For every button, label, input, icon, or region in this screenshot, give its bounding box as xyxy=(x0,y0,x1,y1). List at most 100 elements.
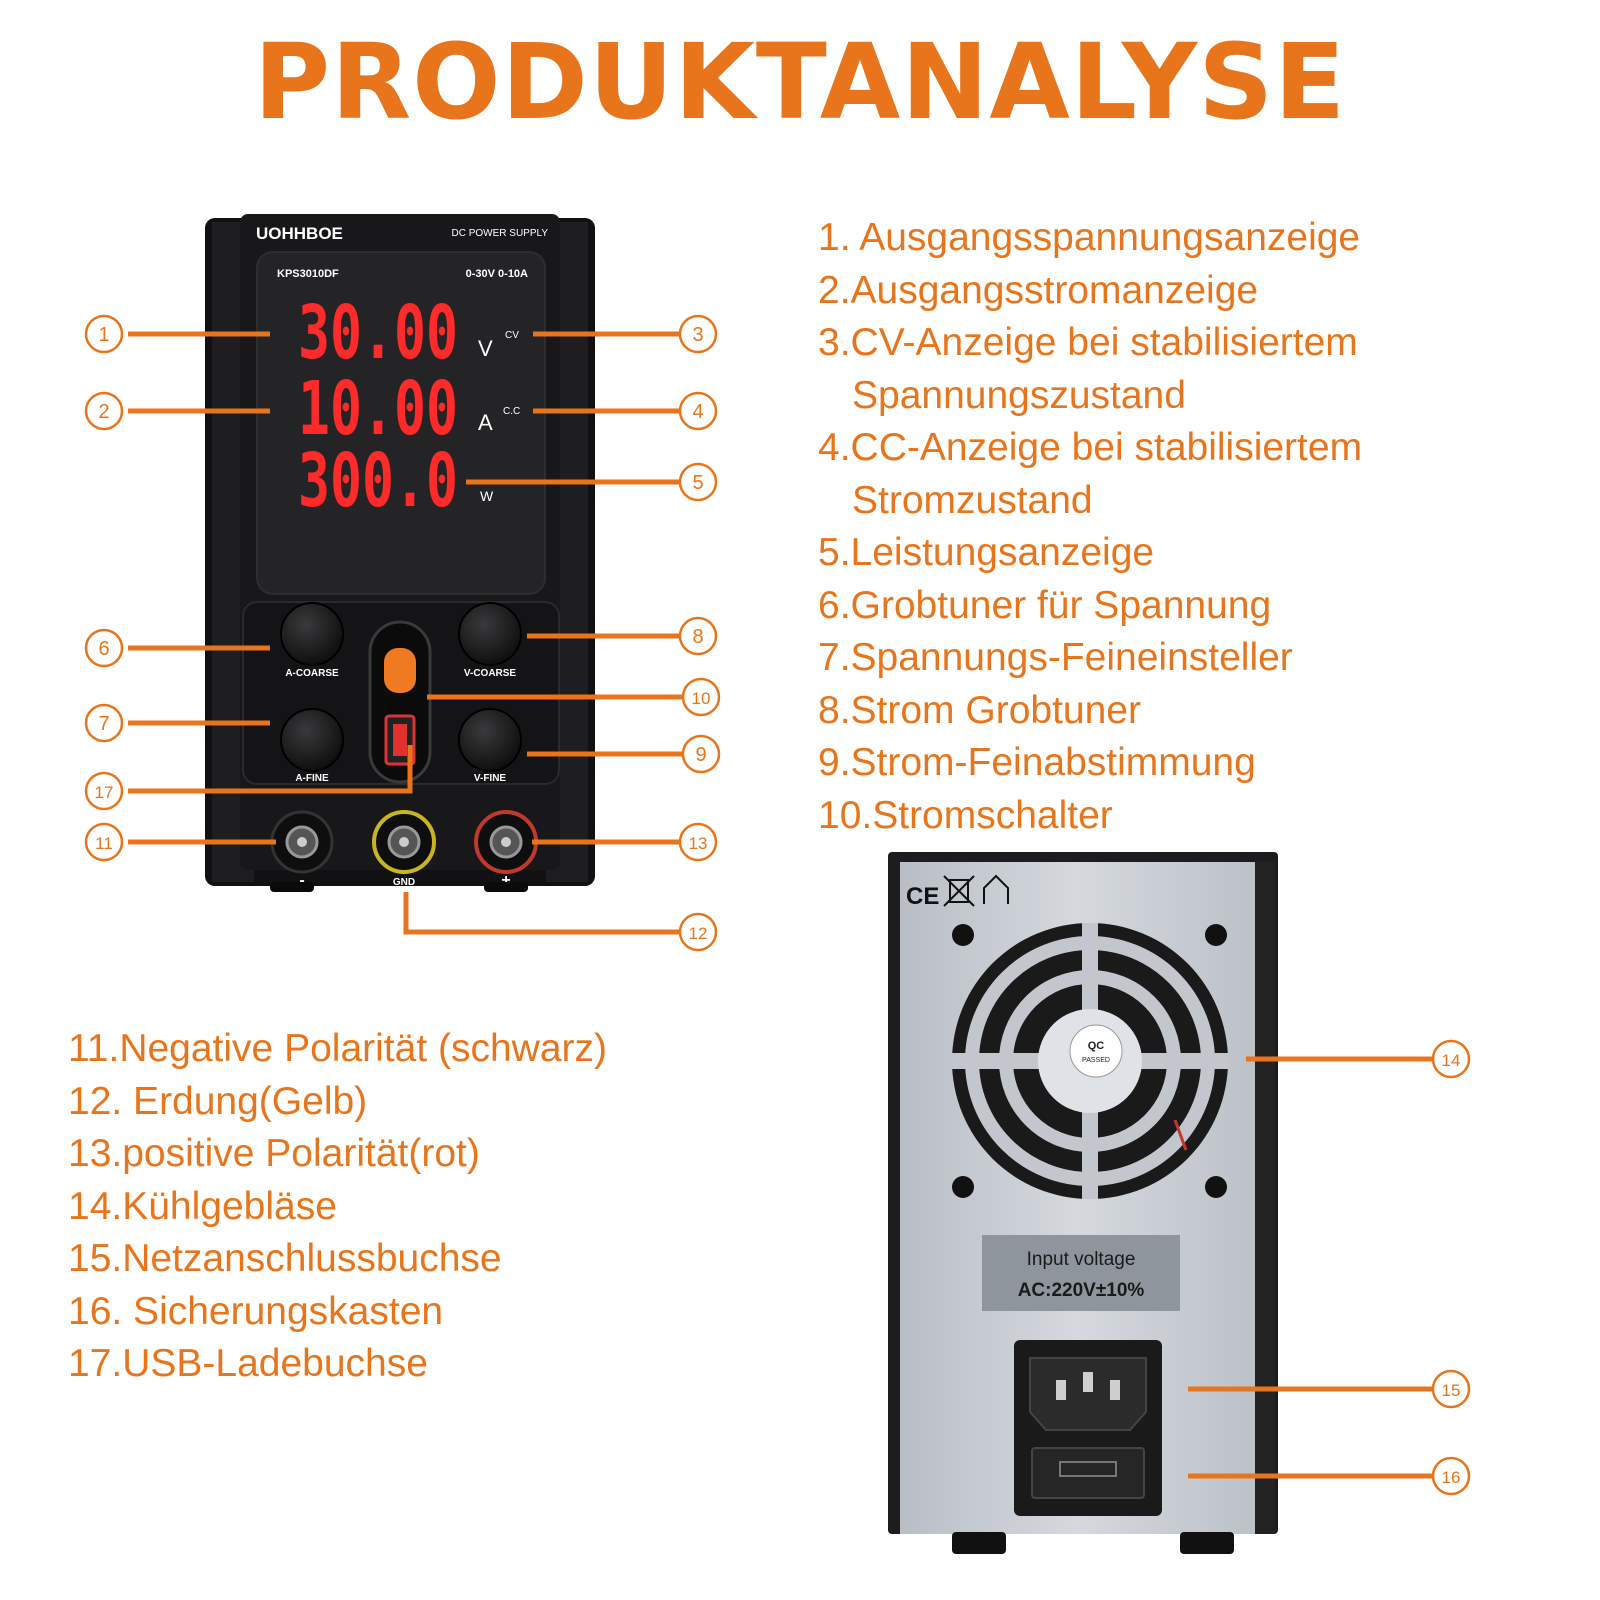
knob-label: A-COARSE xyxy=(285,668,339,679)
knob-a-coarse[interactable] xyxy=(280,602,344,666)
fuse-box[interactable] xyxy=(1031,1447,1145,1499)
callout-number: 6 xyxy=(98,638,109,660)
callout-number: 12 xyxy=(689,924,708,943)
legend-item: 9.Strom-Feinabstimmung xyxy=(818,741,1256,784)
callout-circle xyxy=(678,314,718,354)
callout-circle xyxy=(678,462,718,502)
callout-circle xyxy=(1431,1456,1471,1496)
display-screen xyxy=(256,251,546,595)
terminal-label: - xyxy=(299,872,304,889)
callout-number: 17 xyxy=(95,783,114,802)
callout-number: 10 xyxy=(692,689,711,708)
socket-pin xyxy=(1083,1372,1093,1392)
qc-text: QC xyxy=(1088,1040,1105,1052)
callout-circle xyxy=(681,677,721,717)
fuse-icon xyxy=(1059,1461,1117,1477)
ce-mark: CE xyxy=(906,883,939,910)
callout-number: 8 xyxy=(692,626,703,648)
callout-circle xyxy=(681,734,721,774)
model-label: KPS3010DF xyxy=(277,268,339,280)
callout-number: 4 xyxy=(692,401,703,423)
knob-a-fine[interactable] xyxy=(280,708,344,772)
legend-item: 6.Grobtuner für Spannung xyxy=(818,583,1272,627)
back-side xyxy=(1255,862,1275,1534)
knob-v-fine[interactable] xyxy=(458,708,522,772)
callout-circle xyxy=(84,771,124,811)
legend-item: Spannungszustand xyxy=(852,373,1186,417)
front-foot xyxy=(270,882,314,892)
terminal-ground[interactable] xyxy=(372,810,436,874)
usb-port-tongue xyxy=(393,724,407,756)
front-panel: UOHHBOE DC POWER SUPPLY KPS3010DF 0-30V … xyxy=(205,214,595,892)
power-readout: 300.0 xyxy=(298,438,458,524)
terminal-positive[interactable] xyxy=(474,810,538,874)
legend-item: 16. Sicherungskasten xyxy=(68,1289,444,1333)
callout-circle xyxy=(678,391,718,431)
input-voltage-value: AC:220V±10% xyxy=(1018,1280,1145,1301)
front-foot xyxy=(484,882,528,892)
callout-circle xyxy=(678,912,718,952)
legend-item: 11.Negative Polarität (schwarz) xyxy=(68,1027,607,1070)
callout-number: 3 xyxy=(692,324,703,346)
input-voltage-plate xyxy=(982,1235,1180,1311)
legend-item: 5.Leistungsanzeige xyxy=(818,531,1155,574)
terminal-label: GND xyxy=(393,877,415,888)
legend-item: 4.CC-Anzeige bei stabilisiertem xyxy=(818,426,1363,469)
callout-number: 2 xyxy=(98,401,109,423)
callout-number: 5 xyxy=(692,472,703,494)
screw-icon xyxy=(1205,924,1227,946)
unit-amp: A xyxy=(478,410,493,435)
socket-pin xyxy=(1056,1380,1066,1400)
legend-list-terminals: 11.Negative Polarität (schwarz) 12. Erdu… xyxy=(68,1023,607,1391)
legend-item: 3.CV-Anzeige bei stabilisiertem xyxy=(818,321,1358,364)
unit-watt: W xyxy=(480,488,494,504)
power-switch[interactable] xyxy=(384,648,416,693)
legend-item: 13.positive Polarität(rot) xyxy=(68,1132,480,1175)
callout-circle xyxy=(84,391,124,431)
range-label: 0-30V 0-10A xyxy=(466,268,528,280)
cv-indicator: CV xyxy=(505,330,519,341)
legend-item: 8.Strom Grobtuner xyxy=(818,688,1141,732)
page-title: PRODUKTANALYSE xyxy=(253,21,1347,143)
legend-item: 17.USB-Ladebuchse xyxy=(68,1342,428,1385)
knob-label: V-FINE xyxy=(474,773,507,784)
legend-item: 15.Netzanschlussbuchse xyxy=(68,1237,502,1280)
callout-number: 15 xyxy=(1442,1381,1461,1400)
knob-v-coarse[interactable] xyxy=(458,602,522,666)
screw-icon xyxy=(1205,1176,1227,1198)
callout-markers xyxy=(84,314,1471,1496)
fan-grill: QC PASSED xyxy=(952,923,1228,1199)
legend-item: 12. Erdung(Gelb) xyxy=(68,1079,368,1123)
callout-number: 13 xyxy=(689,834,708,853)
legend-item: 10.Stromschalter xyxy=(818,793,1113,837)
screw-icon xyxy=(952,1176,974,1198)
qc-sticker xyxy=(1069,1024,1123,1078)
knob-label: A-FINE xyxy=(295,773,329,784)
callout-circle xyxy=(678,616,718,656)
socket-pin xyxy=(1110,1380,1120,1400)
brand-logo: UOHHBOE xyxy=(256,224,343,243)
callout-circle xyxy=(84,314,124,354)
callout-number: 14 xyxy=(1442,1051,1461,1070)
voltage-readout: 30.00 xyxy=(298,290,458,376)
legend-item: 1. Ausgangsspannungsanzeige xyxy=(818,216,1361,259)
device-type-label: DC POWER SUPPLY xyxy=(452,228,549,239)
weee-icon xyxy=(943,875,975,907)
back-foot xyxy=(952,1532,1006,1554)
terminal-negative[interactable] xyxy=(270,810,334,874)
cc-indicator: C.C xyxy=(503,406,520,417)
screw-icon xyxy=(952,924,974,946)
knob-label: V-COARSE xyxy=(464,668,517,679)
callout-number: 1 xyxy=(98,324,109,346)
callout-circle xyxy=(1431,1039,1471,1079)
callout-number: 9 xyxy=(695,744,706,766)
callout-circle xyxy=(84,703,124,743)
indoor-use-icon xyxy=(983,874,1009,904)
legend-item: 14.Kühlgebläse xyxy=(68,1184,337,1228)
callout-circle xyxy=(84,628,124,668)
power-socket[interactable] xyxy=(1029,1357,1147,1431)
callout-number: 16 xyxy=(1442,1468,1461,1487)
legend-item: Stromzustand xyxy=(852,478,1093,522)
legend-item: 2.Ausgangsstromanzeige xyxy=(818,268,1259,312)
